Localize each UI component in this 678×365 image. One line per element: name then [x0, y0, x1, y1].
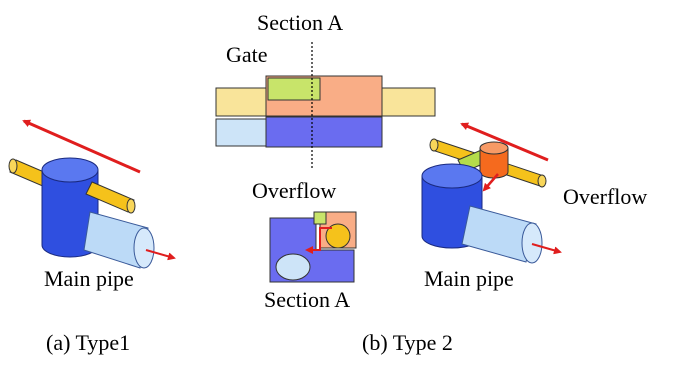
label-section-a-top: Section A [257, 10, 344, 35]
section-a-blue-ellipse [275, 253, 311, 281]
label-main-pipe-right: Main pipe [424, 266, 514, 291]
caption-type1: (a) Type1 [46, 330, 131, 355]
label-gate: Gate [226, 42, 268, 67]
section-a-view [269, 211, 357, 283]
plan-yellow-pipe-left [215, 87, 271, 117]
type1-main-pipe [83, 211, 149, 269]
type1-yellow-pipe-front [85, 181, 135, 213]
plan-view [215, 42, 436, 170]
label-overflow-center: Overflow [252, 178, 337, 203]
type1-outlet-arrow [145, 249, 176, 261]
plan-green-gate [267, 77, 321, 101]
section-a-yellow-circle [325, 223, 351, 249]
plan-yellow-pipe-right [379, 87, 436, 117]
label-overflow-right: Overflow [563, 184, 648, 209]
type2-overflow-arrow [482, 173, 499, 192]
type2-assembly [421, 122, 562, 264]
plan-violet-main [265, 116, 383, 148]
type2-main-pipe [461, 205, 537, 263]
type1-flow-arrow-top [22, 119, 141, 174]
type1-assembly [8, 119, 176, 269]
section-a-green-box [313, 211, 327, 225]
caption-type2: (b) Type 2 [362, 330, 453, 355]
type2-outlet-arrow [531, 243, 562, 255]
label-main-pipe-left: Main pipe [44, 266, 134, 291]
plan-light-blue-left [215, 118, 271, 147]
section-a-overflow-arrow [305, 227, 332, 254]
type2-flow-arrow-top [460, 122, 549, 162]
label-section-a-bottom: Section A [264, 287, 351, 312]
